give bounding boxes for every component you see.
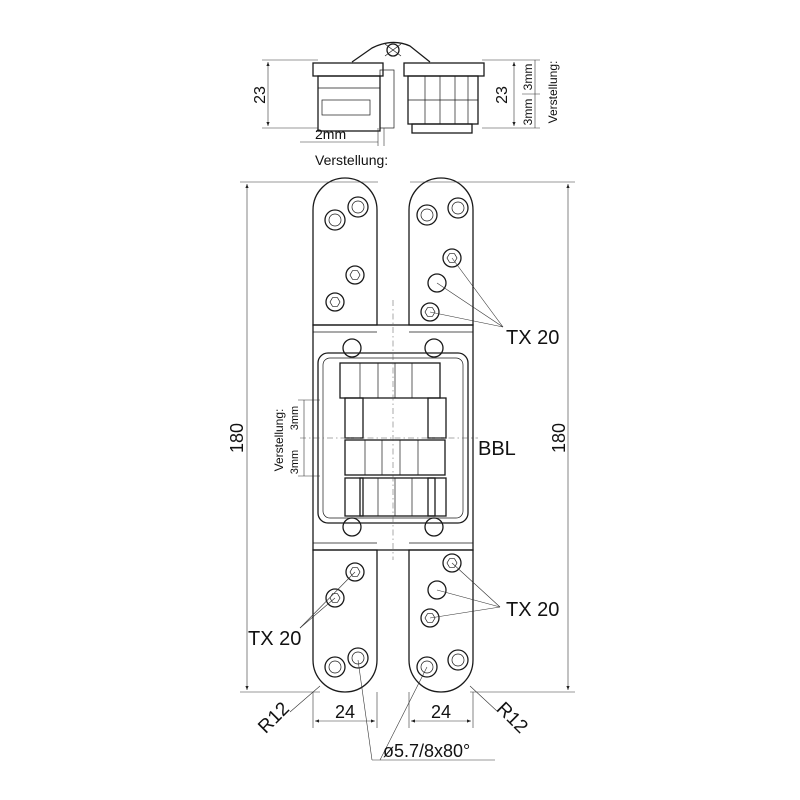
width-24-left: 24 [335, 702, 355, 722]
tx20-lower-left: TX 20 [248, 628, 301, 650]
tx20-upper: TX 20 [506, 327, 559, 349]
dim-23-left: 23 [252, 86, 269, 104]
dim-23-right: 23 [494, 86, 511, 104]
dim-180-right: 180 [549, 423, 569, 453]
countersunk-holes [324, 196, 469, 678]
dim-2mm: 2mm [315, 126, 346, 142]
top-view [262, 41, 540, 146]
tx20-screws [325, 248, 462, 628]
mid-3mm-b: 3mm [289, 450, 301, 474]
verstellung-top: Verstellung: [315, 152, 388, 168]
mid-3mm-a: 3mm [289, 406, 301, 430]
verstellung-top-right: Verstellung: [546, 61, 560, 124]
labels: 23 2mm 23 3mm 3mm Verstellung: Verstellu… [227, 61, 569, 761]
width-24-right: 24 [431, 702, 451, 722]
verstellung-mid: Verstellung: [272, 409, 286, 472]
dim-180-left: 180 [227, 423, 247, 453]
front-view [240, 177, 575, 761]
dim-3mm-a: 3mm [521, 64, 535, 91]
tx20-lower-right: TX 20 [506, 599, 559, 621]
r12-right: R12 [492, 698, 531, 737]
dim-3mm-b: 3mm [521, 99, 535, 126]
bbl-label: BBL [478, 438, 516, 460]
hole-spec: ø5.7/8x80° [383, 741, 470, 761]
r12-left: R12 [254, 698, 293, 737]
